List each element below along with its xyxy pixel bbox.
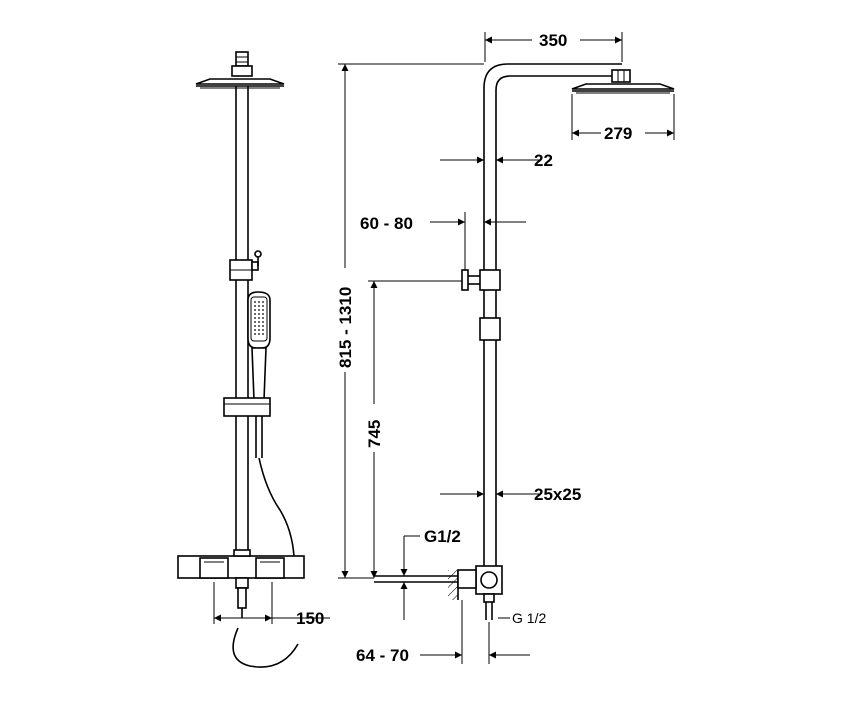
side-slider: [479, 317, 501, 341]
front-hand-shower: [247, 291, 271, 401]
front-shower-head: [195, 51, 285, 89]
dim-wall-distance-label: 60 - 80: [360, 214, 413, 233]
dim-head-width: 279: [571, 94, 675, 143]
dim-bar-section: 25x25: [440, 485, 581, 504]
side-riser: [483, 63, 622, 576]
dim-wall-distance: 60 - 80: [360, 212, 526, 270]
dim-bar-section-label: 25x25: [534, 485, 581, 504]
dim-inlet-thread: G1/2: [400, 527, 461, 620]
dim-mixer-offset-label: 64 - 70: [356, 646, 409, 665]
front-riser: [235, 86, 249, 556]
dim-head-offset-label: 350: [539, 31, 567, 50]
side-shower-head: [571, 83, 675, 94]
side-wall-mount: [374, 569, 477, 600]
front-mixer: [177, 549, 305, 618]
front-hand-shower-holder: [223, 397, 271, 417]
dim-outlet-thread-label: G 1/2: [512, 610, 546, 626]
side-view: [374, 63, 675, 620]
dim-mixer-width: 150: [213, 582, 330, 628]
dim-head-offset: 350: [484, 30, 623, 62]
dim-head-width-label: 279: [604, 124, 632, 143]
side-wall-bracket: [461, 269, 501, 291]
dim-slider-height-label: 745: [365, 420, 384, 448]
dim-outlet-thread: G 1/2: [498, 610, 546, 626]
dim-slider-height: 745: [364, 280, 462, 578]
dim-total-height-label: 815 - 1310: [336, 287, 355, 368]
dim-inlet-thread-label: G1/2: [424, 527, 461, 546]
front-hose: [255, 416, 295, 557]
dim-mixer-offset: 64 - 70: [356, 600, 530, 665]
side-head-connector: [611, 69, 631, 83]
dim-pipe-diameter-label: 22: [534, 151, 553, 170]
front-hose-loop: [232, 627, 299, 668]
dim-total-height: 815 - 1310: [335, 63, 484, 579]
dim-pipe-diameter: 22: [440, 151, 553, 170]
front-height-clamp: [229, 250, 262, 281]
dim-mixer-width-label: 150: [296, 609, 324, 628]
front-view: 150: [177, 51, 330, 668]
front-hand-shower-nozzles: [254, 301, 264, 335]
side-elbow: [475, 565, 503, 620]
